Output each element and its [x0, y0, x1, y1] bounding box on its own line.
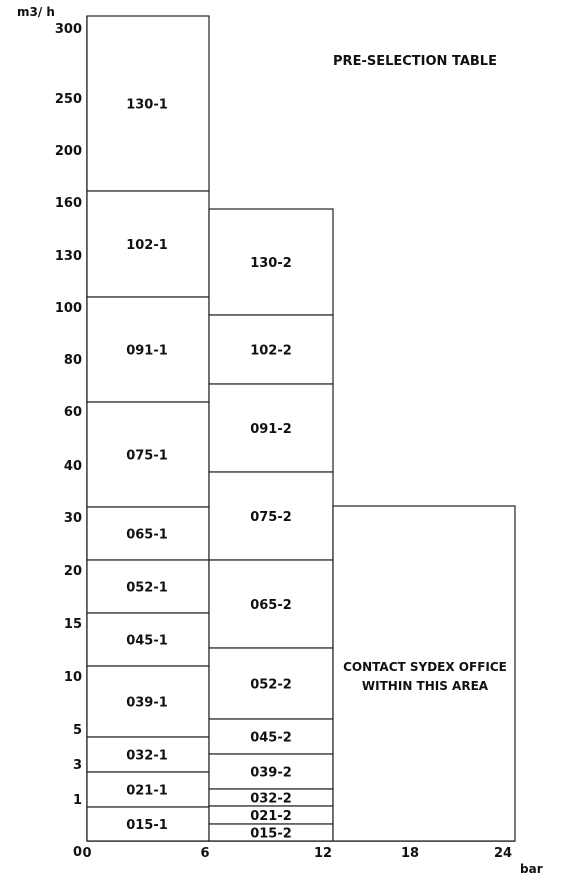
model-label: 065-2 — [250, 598, 292, 613]
column-1-models: 130-1 102-1 091-1 075-1 065-1 052-1 045-1 039-1… — [86, 15, 210, 842]
y-tick-label: 130 — [55, 249, 82, 264]
model-label: 045-2 — [250, 731, 292, 746]
model-label: 052-2 — [250, 678, 292, 693]
diagram-title: PRE-SELECTION TABLE — [333, 54, 497, 69]
y-tick-label: 0 — [73, 845, 82, 860]
x-axis-unit: bar — [520, 862, 543, 876]
model-label: 075-1 — [126, 449, 168, 464]
model-cell — [86, 296, 210, 403]
y-tick-label: 200 — [55, 144, 82, 159]
y-tick-label: 250 — [55, 92, 82, 107]
model-cell — [86, 612, 210, 667]
model-label: 102-1 — [126, 238, 168, 253]
model-label: 015-1 — [126, 818, 168, 833]
y-tick-label: 3 — [73, 758, 82, 773]
model-cell — [208, 471, 334, 561]
model-cell — [208, 559, 334, 649]
y-tick-label: 100 — [55, 301, 82, 316]
model-label: 039-2 — [250, 766, 292, 781]
contact-note-line-2: WITHIN THIS AREA — [362, 679, 489, 693]
y-tick-label: 300 — [55, 22, 82, 37]
model-label: 039-1 — [126, 696, 168, 711]
column-2-models: 130-2 102-2 091-2 075-2 065-2 052-2 045-2 039-2… — [208, 208, 334, 842]
contact-note-line-1: CONTACT SYDEX OFFICE — [343, 660, 507, 674]
x-tick-label: 6 — [200, 846, 209, 861]
model-label: 130-1 — [126, 98, 168, 113]
x-tick-label: 12 — [314, 846, 332, 861]
model-cell — [86, 401, 210, 508]
model-cell — [86, 15, 210, 192]
y-tick-label: 30 — [64, 511, 82, 526]
model-label: 021-2 — [250, 809, 292, 824]
model-cell — [86, 559, 210, 614]
x-tick-label: 0 — [82, 846, 91, 861]
x-tick-label: 18 — [401, 846, 419, 861]
y-tick-label: 1 — [73, 793, 82, 808]
model-label: 052-1 — [126, 581, 168, 596]
model-label: 091-2 — [250, 422, 292, 437]
model-label: 045-1 — [126, 634, 168, 649]
y-tick-label: 15 — [64, 617, 82, 632]
y-axis-unit: m3/ h — [17, 5, 55, 19]
model-cell — [86, 190, 210, 298]
model-label: 015-2 — [250, 827, 292, 842]
model-cell — [208, 208, 334, 316]
model-cell — [208, 647, 334, 720]
y-tick-label: 160 — [55, 196, 82, 211]
model-label: 021-1 — [126, 784, 168, 799]
model-label: 130-2 — [250, 256, 292, 271]
model-label: 065-1 — [126, 528, 168, 543]
y-tick-label: 5 — [73, 723, 82, 738]
model-label: 075-2 — [250, 510, 292, 525]
y-tick-label: 40 — [64, 459, 82, 474]
contact-area — [332, 505, 516, 842]
x-tick-label: 24 — [494, 846, 512, 861]
model-cell — [86, 806, 210, 842]
y-tick-label: 60 — [64, 405, 82, 420]
model-cell — [208, 314, 334, 385]
x-axis-ticks: 0 6 12 18 24 — [82, 846, 512, 861]
model-label: 102-2 — [250, 344, 292, 359]
model-label: 032-1 — [126, 749, 168, 764]
model-cell — [208, 718, 334, 755]
y-tick-label: 10 — [64, 670, 82, 685]
model-label: 032-2 — [250, 792, 292, 807]
model-label: 091-1 — [126, 344, 168, 359]
model-cell — [208, 383, 334, 473]
y-tick-label: 80 — [64, 353, 82, 368]
y-tick-label: 20 — [64, 564, 82, 579]
